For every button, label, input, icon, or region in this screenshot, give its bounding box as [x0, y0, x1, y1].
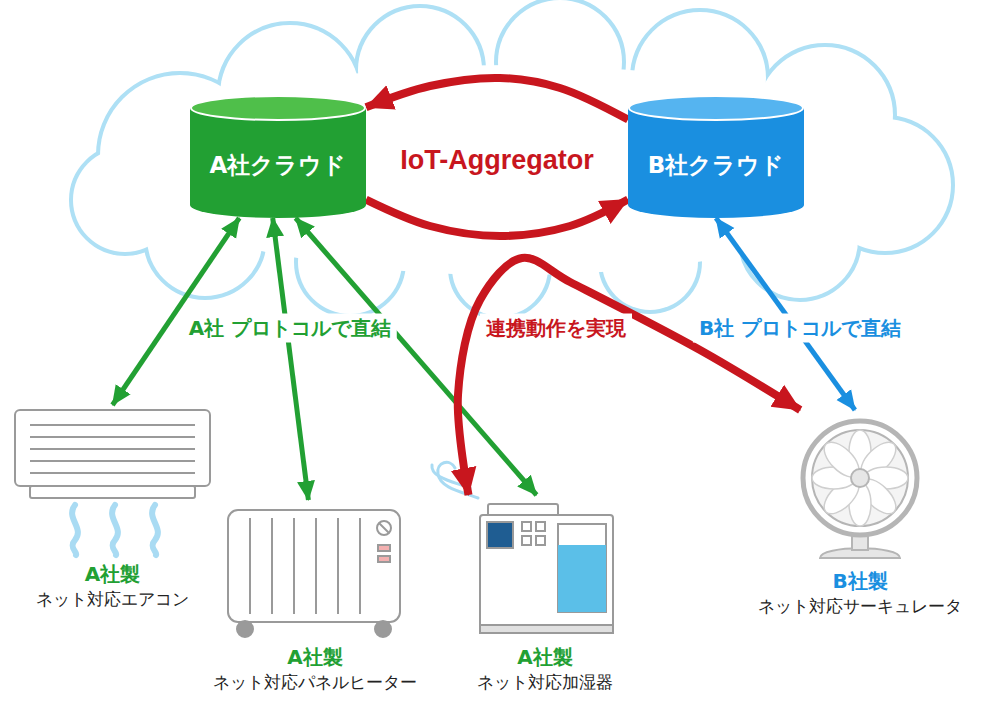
cool-air-waves: [112, 505, 118, 555]
connector-arrow: [366, 78, 628, 120]
panel-heater-icon: [378, 545, 390, 551]
air-conditioner-icon: [15, 410, 210, 498]
humidifier-icon: [522, 522, 531, 531]
connector-arrow: [296, 218, 537, 495]
humidifier-icon: [522, 536, 531, 545]
panel-heater-icon: [359, 518, 361, 614]
panel-heater-icon: [228, 510, 400, 622]
maker-label: A社製: [85, 561, 140, 587]
panel-heater-icon: [379, 523, 389, 533]
humidifier-icon: [487, 522, 513, 548]
air-conditioner-icon: [30, 486, 195, 498]
device-name: ネット対応加湿器: [477, 670, 613, 694]
circulator-icon: [803, 421, 917, 558]
panel-heater-icon: [228, 510, 400, 637]
air-conditioner-icon: [30, 424, 195, 426]
panel-heater-icon: [378, 556, 390, 562]
cool-air-waves: [72, 505, 158, 555]
device-name: ネット対応サーキュレータ: [758, 594, 962, 618]
connector-arrow: [273, 218, 309, 500]
device-box: A社製ネット対応エアコン: [10, 405, 215, 615]
air-conditioner-icon: [30, 460, 195, 462]
circulator-icon: [812, 430, 908, 526]
device-name: ネット対応エアコン: [36, 587, 189, 611]
panel-heater-icon: [249, 518, 251, 614]
air-conditioner-icon: [30, 448, 195, 450]
device-box: A社製ネット対応パネルヒーター: [205, 500, 425, 698]
cloud-name: A社クラウド: [210, 150, 347, 181]
edge-label: 連携動作を実現: [480, 314, 632, 343]
panel-heater-icon: [237, 621, 253, 637]
maker-label: A社製: [517, 644, 572, 670]
connector-arrow: [366, 200, 628, 236]
humidifier-icon: [480, 515, 613, 627]
cylinder-body: [628, 108, 804, 218]
maker-label: A社製: [287, 644, 342, 670]
connector-arrow: [458, 258, 800, 495]
cool-air-waves: [72, 505, 78, 555]
panel-heater-icon: [293, 518, 295, 614]
cool-air-waves: [152, 505, 158, 555]
cylinder-body: [190, 108, 366, 218]
panel-heater-icon: [315, 518, 317, 614]
humidifier-icon: [480, 625, 613, 633]
device-box: B社製ネット対応サーキュレータ: [745, 410, 975, 622]
humidifier-icon: [558, 545, 606, 612]
edge-label: B社 プロトコルで直結: [693, 314, 907, 343]
cylinder-top: [191, 96, 365, 120]
cloud-database: A社クラウド: [190, 95, 366, 218]
connector-arrow: [113, 218, 240, 405]
device-box: A社製ネット対応加湿器: [460, 495, 630, 698]
panel-heater-icon: [377, 521, 391, 535]
air-conditioner-icon: [15, 410, 210, 486]
humidifier-icon: [558, 524, 606, 612]
humidifier-icon: [536, 522, 545, 531]
panel-heater-icon: [271, 518, 273, 614]
circulator-icon: [803, 421, 917, 535]
cylinder-top: [629, 96, 803, 120]
cloud-database: B社クラウド: [628, 95, 804, 218]
circulator-icon: [851, 469, 869, 487]
air-conditioner-icon: [30, 436, 195, 438]
system-name: IoT-Aggregator: [394, 144, 600, 177]
device-name: ネット対応パネルヒーター: [213, 670, 417, 694]
humidifier-icon: [480, 504, 613, 633]
cloud-name: B社クラウド: [648, 150, 785, 181]
circulator-icon: [812, 430, 908, 526]
cloud-fill: [120, 65, 900, 275]
panel-heater-icon: [375, 621, 391, 637]
maker-label: B社製: [832, 568, 887, 594]
humidifier-icon: [536, 536, 545, 545]
air-conditioner-icon: [30, 472, 195, 474]
edge-label: A社 プロトコルで直結: [183, 314, 397, 343]
panel-heater-icon: [337, 518, 339, 614]
